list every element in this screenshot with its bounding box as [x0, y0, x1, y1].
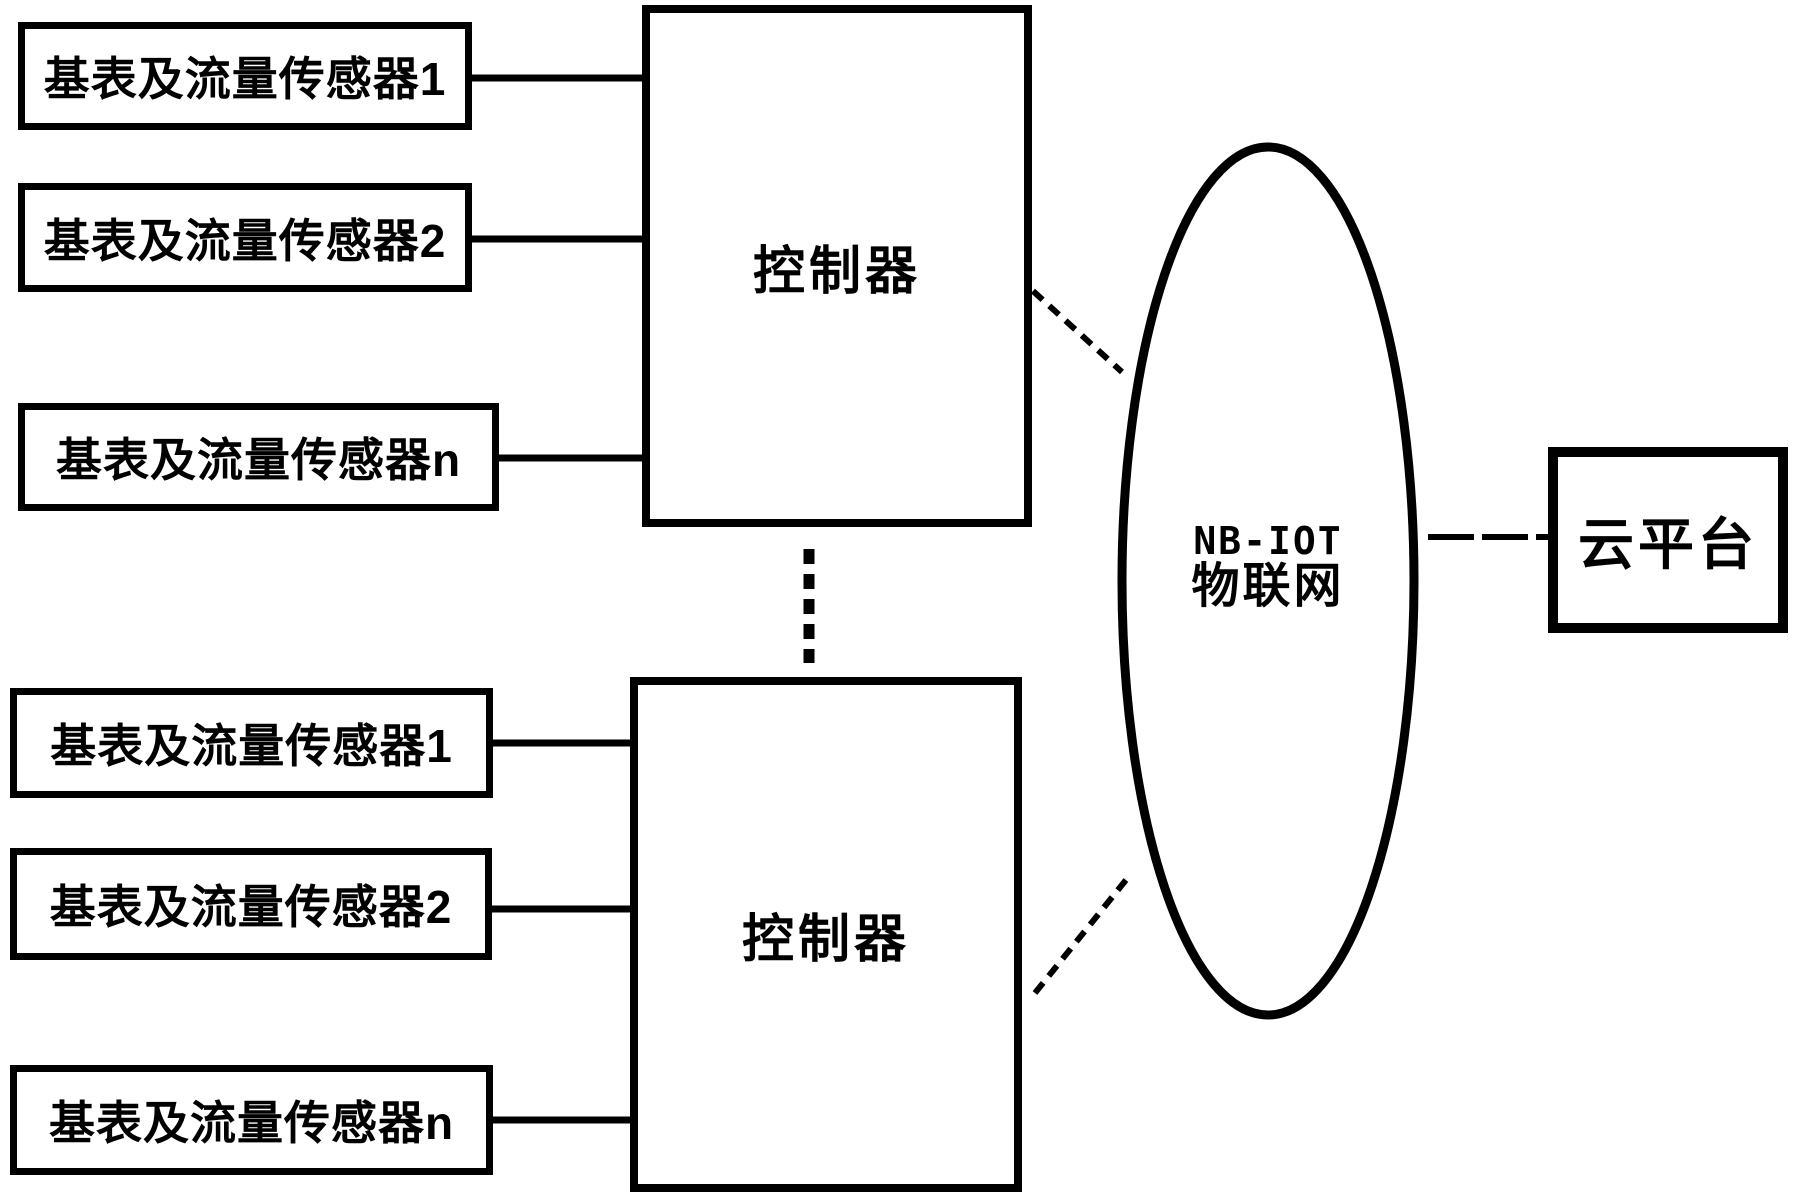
dashed-connector-top-controller-network — [1030, 288, 1125, 375]
nb-iot-network-ellipse — [1117, 142, 1419, 1020]
sensor-label: 基表及流量传感器1 — [50, 720, 453, 772]
cloud-platform-label: 云平台 — [1578, 512, 1758, 576]
controller-label: 控制器 — [741, 911, 910, 969]
controller-box-bottom: 控制器 — [630, 677, 1022, 1192]
nb-iot-line1: NB-IOT — [1193, 519, 1343, 564]
dashed-connector-bottom-controller-network — [1032, 873, 1133, 995]
sensor-box-top-2: 基表及流量传感器2 — [18, 183, 472, 292]
sensor-box-bottom-n: 基表及流量传感器n — [10, 1065, 493, 1175]
cloud-platform-box: 云平台 — [1548, 447, 1788, 633]
sensor-label: 基表及流量传感器2 — [49, 881, 453, 933]
sensor-box-top-1: 基表及流量传感器1 — [18, 22, 472, 130]
sensor-box-bottom-1: 基表及流量传感器1 — [10, 688, 493, 798]
sensor-label: 基表及流量传感器n — [55, 434, 462, 486]
sensor-label: 基表及流量传感器2 — [43, 214, 447, 267]
nb-iot-line2: 物联网 — [1191, 560, 1345, 614]
sensor-box-top-n: 基表及流量传感器n — [18, 403, 499, 511]
sensor-label: 基表及流量传感器n — [48, 1097, 455, 1149]
controller-box-top: 控制器 — [642, 5, 1032, 527]
nb-iot-network-label: NB-IOT 物联网 — [1123, 505, 1413, 630]
sensor-label: 基表及流量传感器1 — [43, 53, 447, 105]
controller-label: 控制器 — [752, 242, 921, 301]
sensor-box-bottom-2: 基表及流量传感器2 — [10, 848, 492, 960]
